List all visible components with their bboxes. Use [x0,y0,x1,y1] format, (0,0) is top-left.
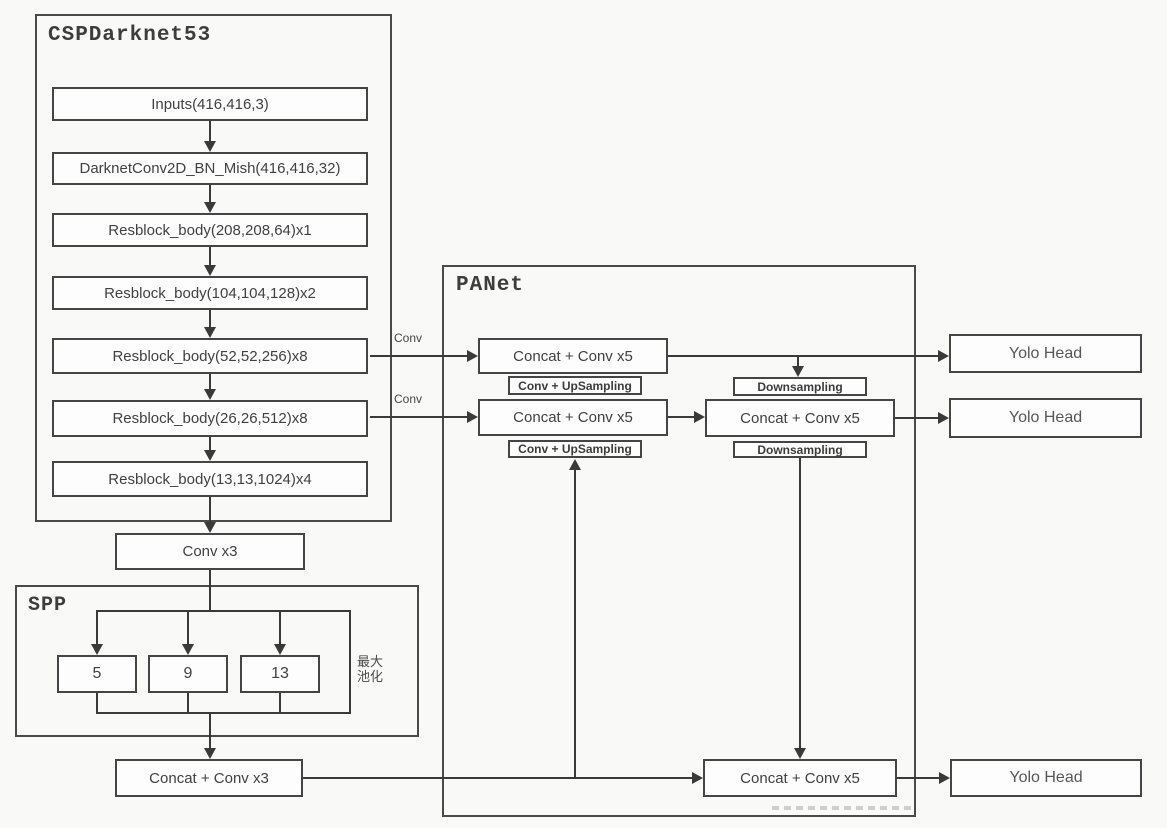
connector-darknet-resblock208 [209,185,211,202]
node-resblock-13: Resblock_body(13,13,1024)x4 [52,461,368,497]
node-conv-x3: Conv x3 [115,533,305,570]
node-yolo-head-2: Yolo Head [949,398,1142,438]
spp-identity-branch [349,610,351,714]
arrowhead-midright-in [694,411,705,423]
spp-drop-pool13 [279,610,281,644]
arrowhead-inputs-darknet [204,141,216,152]
arrowhead-yolohead2-in [938,412,949,424]
node-yolo-head-3: Yolo Head [950,759,1142,797]
arrowhead-spp-concatconv3 [204,748,216,759]
spp-drop-pool9 [187,610,189,644]
spp-collect-line [96,712,351,714]
node-concat-conv5-mid-left: Concat + Conv x5 [478,399,668,436]
connector-downsampling2-bottom [799,458,801,748]
spp-stub-pool5 [96,693,98,713]
connector-resblock104-resblock52 [209,310,211,327]
node-resblock-208: Resblock_body(208,208,64)x1 [52,213,368,247]
arrowhead-pool9 [182,644,194,655]
panet-group-box [442,265,916,817]
arrowhead-resblock208-resblock104 [204,265,216,276]
node-concat-conv5-top: Concat + Conv x5 [478,338,668,374]
connector-resblock13-convx3 [209,497,211,522]
max-pooling-note: 最大 池化 [357,654,383,684]
arrowhead-yolohead1-in [938,350,949,362]
connector-resblock26-panet [370,416,467,418]
spp-stub-pool9 [187,693,189,713]
edge-label-conv-1: Conv [394,331,423,345]
connector-spp-concatconv3 [209,712,211,748]
connector-inputs-darknet [209,121,211,141]
cspdarknet53-group-box [35,14,392,522]
node-pool-9: 9 [148,655,228,693]
arrowhead-darknet-resblock208 [204,202,216,213]
node-concat-conv-x3: Concat + Conv x3 [115,759,303,797]
node-yolo-head-1: Yolo Head [949,334,1142,373]
spp-drop-pool5 [96,610,98,644]
node-darknetconv2d-bn-mish: DarknetConv2D_BN_Mish(416,416,32) [52,152,368,185]
arrowhead-yolohead3-in [939,772,950,784]
arrowhead-panet-bottom-in [692,772,703,784]
node-pool-5: 5 [57,655,137,693]
arrowhead-resblock26-resblock13 [204,450,216,461]
node-concat-conv5-bottom: Concat + Conv x5 [703,759,897,797]
connector-midleft-midright [668,416,694,418]
connector-concatconv3-panet-bottom [303,777,692,779]
node-resblock-104: Resblock_body(104,104,128)x2 [52,276,368,310]
node-concat-conv5-mid-right: Concat + Conv x5 [705,399,895,437]
node-inputs: Inputs(416,416,3) [52,87,368,121]
max-pooling-note-line2: 池化 [357,669,384,684]
spp-distribution-line [96,610,351,612]
node-downsampling-2: Downsampling [733,441,867,458]
watermark-smudge [772,806,912,810]
cspdarknet53-title: CSPDarknet53 [48,24,212,47]
connector-resblock208-resblock104 [209,247,211,265]
connector-top-to-downsampling1 [797,356,799,366]
arrowhead-resblock13-convx3 [204,522,216,533]
connector-top-row-yolohead1 [668,355,938,357]
spp-group-box [15,585,419,737]
arrowhead-resblock104-resblock52 [204,327,216,338]
spp-stub-pool13 [279,693,281,713]
connector-convx3-spp [209,570,211,612]
node-conv-upsampling-1: Conv + UpSampling [508,376,642,395]
node-downsampling-1: Downsampling [733,377,867,396]
node-pool-13: 13 [240,655,320,693]
connector-bottom-yolohead3 [897,777,939,779]
arrowhead-pool5 [91,644,103,655]
arrowhead-pool13 [274,644,286,655]
panet-title: PANet [456,274,525,297]
connector-midright-yolohead2 [895,417,938,419]
connector-resblock52-resblock26 [209,374,211,389]
edge-label-conv-2: Conv [394,392,423,406]
max-pooling-note-line1: 最大 [357,654,384,669]
connector-bottom-to-upsampling2 [574,470,576,779]
node-resblock-26: Resblock_body(26,26,512)x8 [52,400,368,437]
connector-resblock52-panet [370,355,467,357]
arrowhead-resblock52-panet [467,350,478,362]
arrowhead-resblock26-panet [467,411,478,423]
node-resblock-52: Resblock_body(52,52,256)x8 [52,338,368,374]
arrowhead-resblock52-resblock26 [204,389,216,400]
arrowhead-upsampling2-in [569,459,581,470]
node-conv-upsampling-2: Conv + UpSampling [508,440,642,458]
connector-resblock26-resblock13 [209,437,211,450]
spp-title: SPP [28,594,68,617]
arrowhead-downsampling1-in [792,366,804,377]
arrowhead-bottom-concat-in [794,748,806,759]
